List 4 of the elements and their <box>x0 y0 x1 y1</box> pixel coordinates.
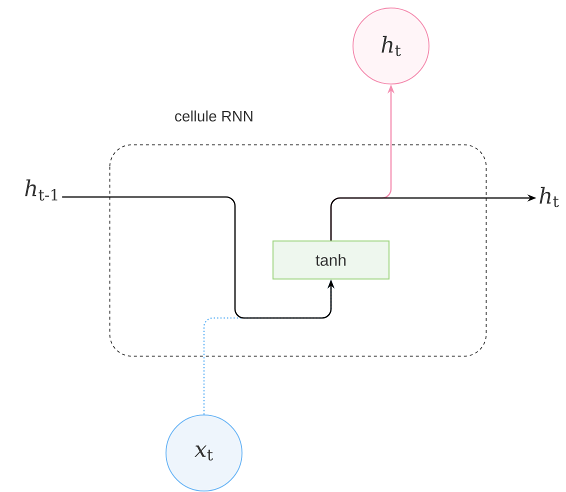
variable-label: h$_{t-1}$ <box>25 179 58 201</box>
process-box: tanh <box>272 240 390 280</box>
node-label: cellule RNN <box>175 110 252 122</box>
variable-label: h$_{t}$ <box>540 186 559 208</box>
